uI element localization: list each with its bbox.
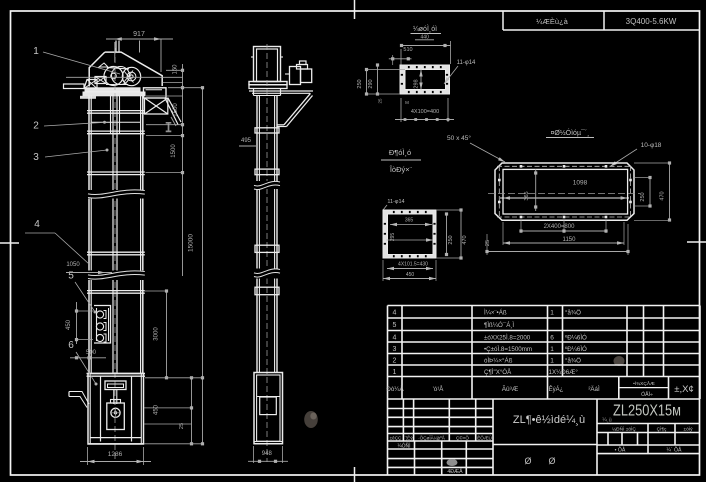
svg-text:1: 1	[550, 310, 554, 317]
svg-text:Ø: Ø	[548, 456, 555, 466]
svg-text:ºÐ¼6ÌÓ: ºÐ¼6ÌÓ	[565, 335, 587, 342]
svg-text:495: 495	[241, 138, 252, 144]
svg-text:450: 450	[406, 272, 415, 278]
svg-text:ÊýÁ¿: ÊýÁ¿	[549, 385, 564, 393]
svg-text:·ÖÇøÎÄ¼þºÅ: ·ÖÇøÎÄ¼þºÅ	[418, 435, 446, 441]
svg-text:290: 290	[368, 79, 374, 88]
svg-text:1050: 1050	[66, 262, 80, 268]
svg-text:²ÄáÌ: ²ÄáÌ	[588, 386, 600, 393]
svg-text:440: 440	[421, 35, 430, 41]
svg-text:6: 6	[68, 340, 74, 351]
svg-text:1: 1	[550, 346, 554, 353]
svg-text:1150: 1150	[563, 237, 577, 243]
svg-text:11-φ14: 11-φ14	[387, 199, 404, 205]
svg-text:4ÐÆÅ: 4ÐÆÅ	[447, 468, 463, 475]
svg-text:4: 4	[34, 219, 40, 230]
svg-text:Ð¶óÌ¸ó: Ð¶óÌ¸ó	[389, 148, 411, 157]
svg-text:¼ÐÑÌ ±óÌÇ: ¼ÐÑÌ ±óÌÇ	[612, 426, 636, 433]
svg-text:ZL250X15м: ZL250X15м	[613, 403, 681, 420]
svg-text:´¦Êý: ´¦Êý	[404, 434, 413, 441]
svg-text:365: 365	[524, 191, 530, 200]
svg-text:11-φ14: 11-φ14	[457, 60, 476, 66]
svg-text:óÌÞ¼×°Áß: óÌÞ¼×°Áß	[484, 358, 513, 365]
svg-text:ÓÅÌ÷: ÓÅÌ÷	[641, 391, 653, 398]
svg-text:2X400=800: 2X400=800	[544, 224, 576, 230]
svg-text:¶Ìß¼Ó¯Á¸Ì: ¶Ìß¼Ó¯Á¸Ì	[484, 322, 514, 329]
svg-text:470: 470	[660, 191, 666, 200]
svg-text:917: 917	[133, 31, 145, 38]
svg-text:948: 948	[262, 451, 273, 457]
svg-text:5: 5	[68, 271, 74, 282]
svg-text:ÇÌ¶ç: ÇÌ¶ç	[657, 426, 667, 433]
svg-text:365: 365	[405, 218, 414, 224]
svg-text:3000: 3000	[154, 327, 160, 341]
svg-text:ºÐ¼6ÌÓ: ºÐ¼6ÌÓ	[565, 346, 587, 353]
svg-text:ÈÕÆÚ: ÈÕÆÚ	[477, 435, 492, 441]
svg-text:1: 1	[550, 358, 554, 365]
svg-text:1: 1	[393, 369, 397, 376]
svg-text:'ó¹Å: 'ó¹Å	[433, 386, 445, 393]
svg-text:1098: 1098	[573, 180, 588, 187]
svg-text:±óÌý: ±óÌý	[683, 426, 693, 433]
svg-text:1500: 1500	[173, 103, 179, 117]
svg-text:50 x 45°: 50 x 45°	[447, 134, 471, 142]
svg-text:510: 510	[403, 47, 412, 53]
svg-text:Ì¼×¨•Áß: Ì¼×¨•Áß	[484, 310, 507, 317]
svg-text:3Q400-5.6KW: 3Q400-5.6KW	[626, 17, 677, 26]
svg-text:450: 450	[154, 404, 160, 415]
svg-text:4X100=400: 4X100=400	[411, 109, 439, 115]
svg-text:4X101.5=430: 4X101.5=430	[398, 262, 428, 268]
svg-text:Ðò¼Å: Ðò¼Å	[386, 386, 404, 393]
svg-text:1: 1	[33, 46, 39, 57]
svg-text:¼øóÌ¸óì: ¼øóÌ¸óì	[413, 24, 437, 33]
svg-text:4: 4	[393, 335, 397, 342]
svg-text:°å¾Ö: °å¾Ö	[565, 358, 581, 365]
svg-text:298: 298	[414, 79, 420, 88]
svg-text:3: 3	[33, 152, 39, 163]
svg-text:10-φ18: 10-φ18	[641, 142, 662, 149]
svg-text:±êÇÇ: ±êÇÇ	[390, 436, 402, 441]
svg-text:500: 500	[86, 350, 97, 356]
svg-text:5: 5	[393, 322, 397, 329]
svg-text:ZL¶•ê½ìdé¼¸ù: ZL¶•ê½ìdé¼¸ù	[513, 414, 585, 426]
svg-text:295: 295	[390, 233, 396, 242]
svg-text:250: 250	[640, 192, 646, 201]
svg-text:¤Ø½Óìóµ¯´¸: ¤Ø½Óìóµ¯´¸	[550, 128, 589, 137]
svg-text:2: 2	[33, 121, 39, 132]
svg-text:1X¼Ð6Æ°: 1X¼Ð6Æ°	[549, 369, 579, 376]
svg-text:1286: 1286	[108, 451, 123, 458]
svg-text:15000: 15000	[188, 234, 195, 252]
svg-text:Ãû³Æ: Ãû³Æ	[502, 384, 519, 393]
svg-text:±óXX25Ì.8=2000: ±óXX25Ì.8=2000	[484, 335, 531, 342]
svg-text:1500: 1500	[171, 144, 177, 158]
svg-text:ÎòÐý×¨: ÎòÐý×¨	[389, 165, 413, 174]
svg-text:•Ì¾XÇÅÆ: •Ì¾XÇÅÆ	[633, 380, 655, 387]
svg-text:4: 4	[393, 310, 397, 317]
svg-text:25: 25	[378, 98, 383, 104]
svg-text:25: 25	[179, 423, 185, 429]
svg-text:¼´ ÕÅ: ¼´ ÕÅ	[667, 447, 683, 454]
svg-text:•Ç±óÌ.8=1500mm: •Ç±óÌ.8=1500mm	[484, 346, 532, 353]
svg-text:2: 2	[393, 358, 397, 365]
svg-text:450: 450	[66, 319, 72, 330]
svg-text:150: 150	[173, 64, 179, 75]
svg-text:°å¾Ö: °å¾Ö	[565, 310, 581, 317]
svg-text:25: 25	[485, 240, 491, 246]
svg-text:¼¸ù: ¼¸ù	[602, 418, 611, 424]
svg-text:M: M	[405, 100, 409, 105]
svg-text:250: 250	[357, 79, 363, 88]
svg-text:470: 470	[462, 235, 468, 244]
svg-text:±,X¢: ±,X¢	[674, 384, 693, 395]
svg-text:Ç¶Ì"X°ÓÅ: Ç¶Ì"X°ÓÅ	[484, 369, 512, 376]
svg-text:Ø: Ø	[524, 456, 531, 466]
svg-text:250: 250	[448, 235, 454, 244]
svg-text:3: 3	[393, 346, 397, 353]
svg-text:• ÕÅ: • ÕÅ	[615, 447, 626, 454]
svg-text:¼ÓÑÌ: ¼ÓÑÌ	[397, 443, 411, 450]
svg-text:¼ÆÈù¿à: ¼ÆÈù¿à	[536, 17, 569, 26]
svg-text:Ç©×Ö: Ç©×Ö	[456, 435, 469, 441]
svg-text:6: 6	[550, 335, 554, 342]
